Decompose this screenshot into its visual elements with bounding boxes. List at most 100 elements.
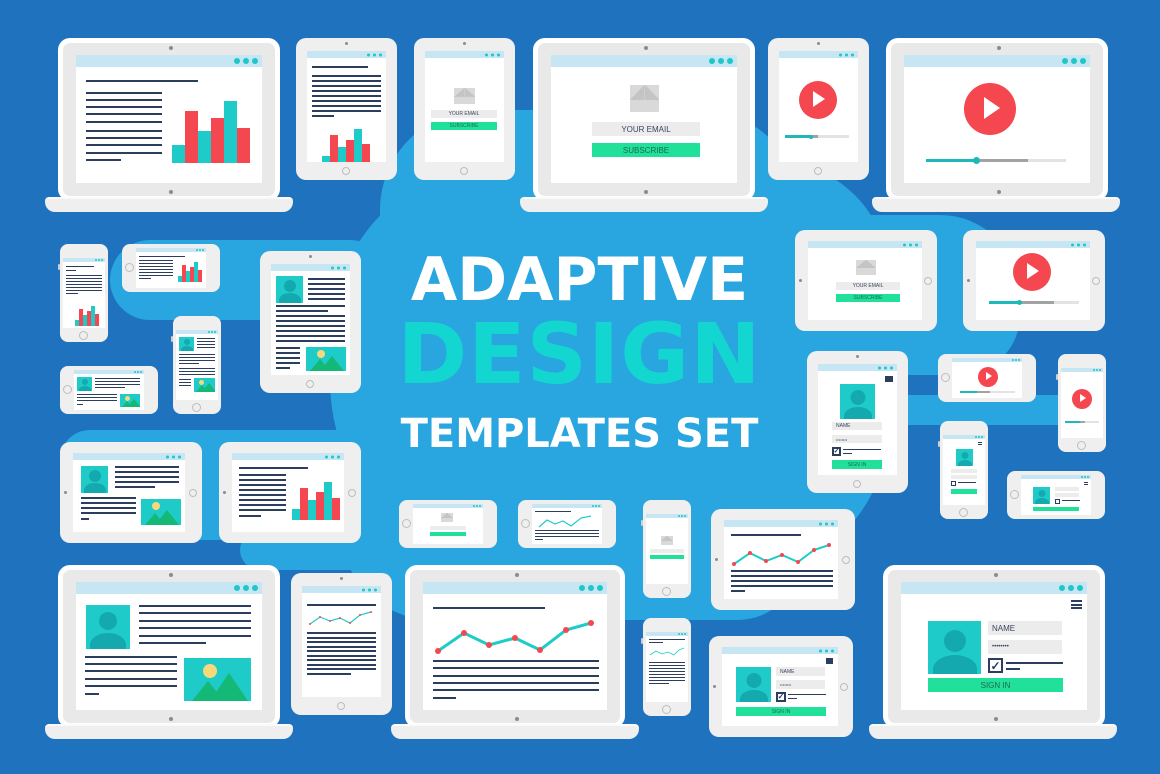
- window-dots-icon: [903, 243, 918, 246]
- bar-chart-icon: [178, 262, 202, 282]
- video-progress-slider[interactable]: [926, 157, 1066, 164]
- email-field[interactable]: YOUR EMAIL: [592, 122, 700, 136]
- sign-in-button[interactable]: SIGN IN: [928, 678, 1063, 692]
- tablet-land-subscribe-device: YOUR EMAIL SUBSCRIBE: [795, 230, 937, 331]
- play-icon[interactable]: [964, 83, 1016, 135]
- sign-in-button[interactable]: [1033, 507, 1079, 511]
- home-button: [342, 167, 350, 175]
- sign-in-button[interactable]: [951, 489, 977, 494]
- play-icon[interactable]: .pA:after{border-width:9px 0 9px 14px;}: [799, 81, 837, 119]
- home-button: [840, 683, 848, 691]
- sign-in-button[interactable]: SIGN IN: [736, 707, 826, 716]
- home-button: [853, 480, 861, 488]
- avatar-icon: [86, 605, 130, 649]
- home-button: [63, 385, 72, 394]
- image-icon: [306, 347, 346, 371]
- play-icon[interactable]: [1072, 389, 1092, 409]
- bar-chart-icon: [75, 306, 99, 326]
- home-button: [189, 489, 197, 497]
- video-progress-slider[interactable]: [785, 134, 849, 139]
- hamburger-menu-icon[interactable]: [885, 376, 893, 382]
- remember-checkbox[interactable]: [1055, 499, 1060, 504]
- password-field[interactable]: ••••••••: [832, 435, 882, 443]
- tablet-subscribe-device: YOUR EMAIL SUBSCRIBE: [414, 38, 515, 180]
- home-button: [1077, 441, 1086, 450]
- sign-in-button[interactable]: SIGN IN: [832, 460, 882, 469]
- phone-land-subscribe-device: [399, 500, 497, 548]
- password-field[interactable]: ••••••••: [988, 640, 1062, 654]
- password-field[interactable]: [951, 475, 977, 479]
- hamburger-menu-icon[interactable]: [1071, 600, 1082, 609]
- name-field[interactable]: [1055, 487, 1079, 491]
- envelope-icon: [441, 513, 453, 522]
- tablet-land-signin-device: NAME •••••••• ✓ SIGN IN: [709, 636, 853, 737]
- hamburger-menu-icon[interactable]: [978, 442, 982, 445]
- subscribe-button[interactable]: [650, 555, 684, 559]
- window-dots-icon: [234, 585, 258, 591]
- remember-checkbox[interactable]: ✓: [832, 447, 841, 456]
- password-field[interactable]: ••••••••: [776, 680, 825, 689]
- window-dots-icon: [325, 455, 340, 458]
- phone-land-profile-device: [60, 366, 158, 414]
- home-button: [842, 556, 850, 564]
- email-field[interactable]: YOUR EMAIL: [431, 110, 497, 118]
- email-field[interactable]: [650, 549, 684, 553]
- tablet-signin-device: NAME •••••••• ✓ SIGN IN: [807, 351, 908, 493]
- email-field[interactable]: [430, 526, 466, 530]
- play-icon[interactable]: [1013, 253, 1051, 291]
- avatar-icon: [840, 384, 875, 419]
- hamburger-menu-icon[interactable]: [826, 658, 833, 664]
- home-button: [402, 519, 411, 528]
- envelope-icon: [630, 85, 659, 112]
- email-field[interactable]: YOUR EMAIL: [836, 282, 900, 290]
- avatar-icon: [77, 377, 92, 391]
- window-dots-icon: [473, 505, 481, 507]
- window-dots-icon: [592, 505, 600, 507]
- window-dots-icon: [678, 515, 686, 517]
- home-button: [337, 702, 345, 710]
- phone-profile-device: [171, 316, 221, 414]
- window-dots-icon: [1071, 243, 1086, 246]
- remember-checkbox[interactable]: ✓: [776, 692, 786, 702]
- window-dots-icon: [709, 58, 733, 64]
- name-field[interactable]: NAME: [776, 667, 825, 676]
- window-dots-icon: [134, 371, 142, 373]
- play-icon[interactable]: [978, 367, 998, 387]
- window-dots-icon: [819, 522, 834, 525]
- window-dots-icon: [1081, 476, 1089, 478]
- video-progress-slider[interactable]: [960, 391, 1015, 393]
- video-progress-slider[interactable]: [1065, 421, 1099, 423]
- phone-land-line-chart-device: [518, 500, 616, 548]
- home-button: [959, 508, 968, 517]
- avatar-icon: [179, 337, 194, 351]
- password-field[interactable]: [1055, 493, 1079, 497]
- home-button: [662, 705, 671, 714]
- home-button: [192, 403, 201, 412]
- subscribe-button[interactable]: [430, 532, 466, 536]
- avatar-icon: [956, 449, 973, 466]
- video-progress-slider[interactable]: [989, 300, 1079, 305]
- tablet-land-bar-chart-device: [219, 442, 361, 543]
- subscribe-button[interactable]: SUBSCRIBE: [836, 294, 900, 302]
- window-dots-icon: [485, 53, 500, 56]
- name-field[interactable]: NAME: [988, 621, 1062, 635]
- bar-chart-icon: [172, 100, 250, 163]
- window-dots-icon: [331, 266, 346, 269]
- line-chart-icon: [538, 515, 592, 528]
- subscribe-button[interactable]: SUBSCRIBE: [592, 143, 700, 157]
- bar-chart-icon: [292, 482, 340, 520]
- home-button: [814, 167, 822, 175]
- name-field[interactable]: [951, 469, 977, 473]
- phone-video-device: [1056, 354, 1106, 452]
- remember-checkbox[interactable]: [951, 481, 956, 486]
- phone-bar-chart-device: [58, 244, 108, 342]
- window-dots-icon: [975, 436, 983, 438]
- window-dots-icon: [166, 455, 181, 458]
- image-icon: [120, 394, 140, 407]
- avatar-icon: [1033, 487, 1050, 504]
- remember-checkbox[interactable]: ✓: [988, 658, 1003, 673]
- name-field[interactable]: NAME: [832, 422, 882, 430]
- hamburger-menu-icon[interactable]: [1084, 482, 1088, 485]
- subscribe-button[interactable]: SUBSCRIBE: [431, 122, 497, 130]
- home-button: [125, 263, 134, 272]
